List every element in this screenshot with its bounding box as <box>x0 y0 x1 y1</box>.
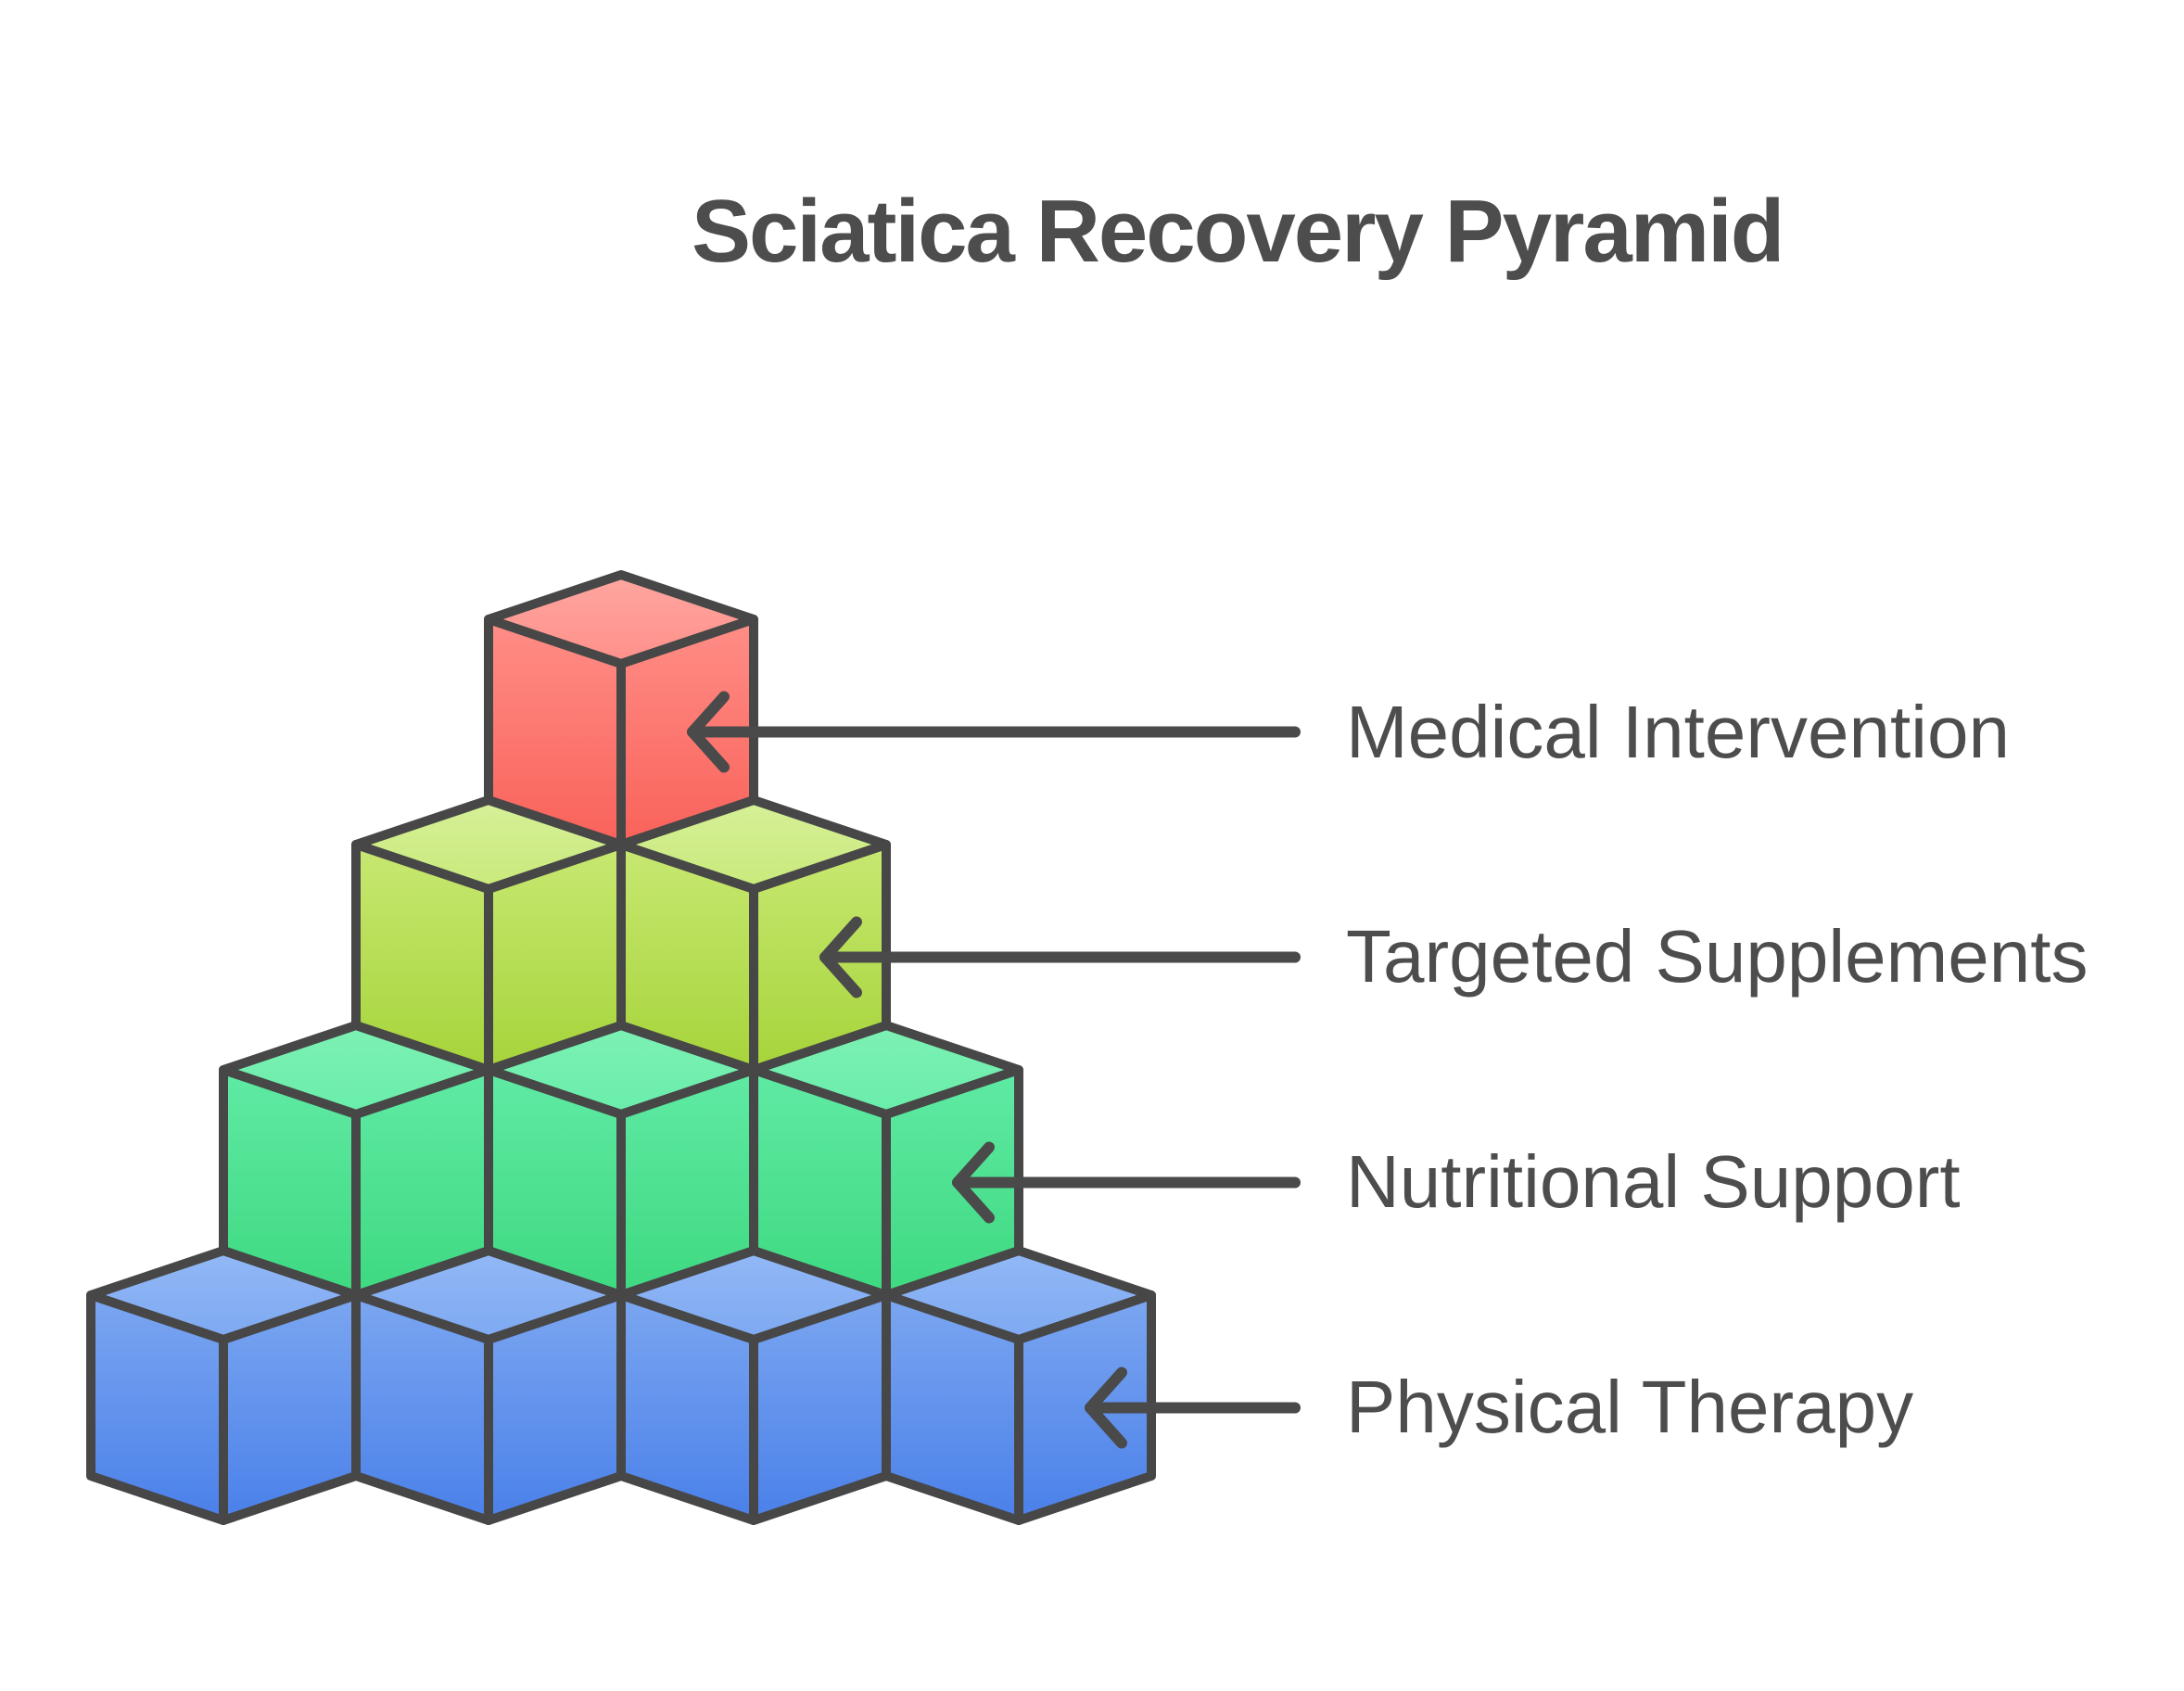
cube <box>351 795 626 1074</box>
left-arrow-icon <box>819 916 1301 998</box>
level-label-physical-therapy: Physical Therapy <box>1346 1366 1914 1448</box>
pyramid-level-1 <box>484 570 758 849</box>
cube <box>484 570 758 849</box>
diagram-title: Sciatica Recovery Pyramid <box>692 182 1784 281</box>
left-arrow-icon <box>952 1141 1301 1224</box>
cube <box>616 1246 891 1525</box>
level-label-nutritional-support: Nutritional Support <box>1346 1140 1961 1223</box>
left-arrow-icon <box>687 691 1301 773</box>
level-label-medical-intervention: Medical Intervention <box>1346 691 2010 773</box>
pyramid-level-3 <box>219 1021 1023 1300</box>
left-arrow-icon <box>1085 1367 1301 1449</box>
cube <box>351 1246 626 1525</box>
cube <box>484 1021 758 1300</box>
cube <box>86 1246 361 1525</box>
cube <box>219 1021 493 1300</box>
level-label-targeted-supplements: Targeted Supplements <box>1346 915 2089 998</box>
pyramid-level-4 <box>86 1246 1156 1525</box>
